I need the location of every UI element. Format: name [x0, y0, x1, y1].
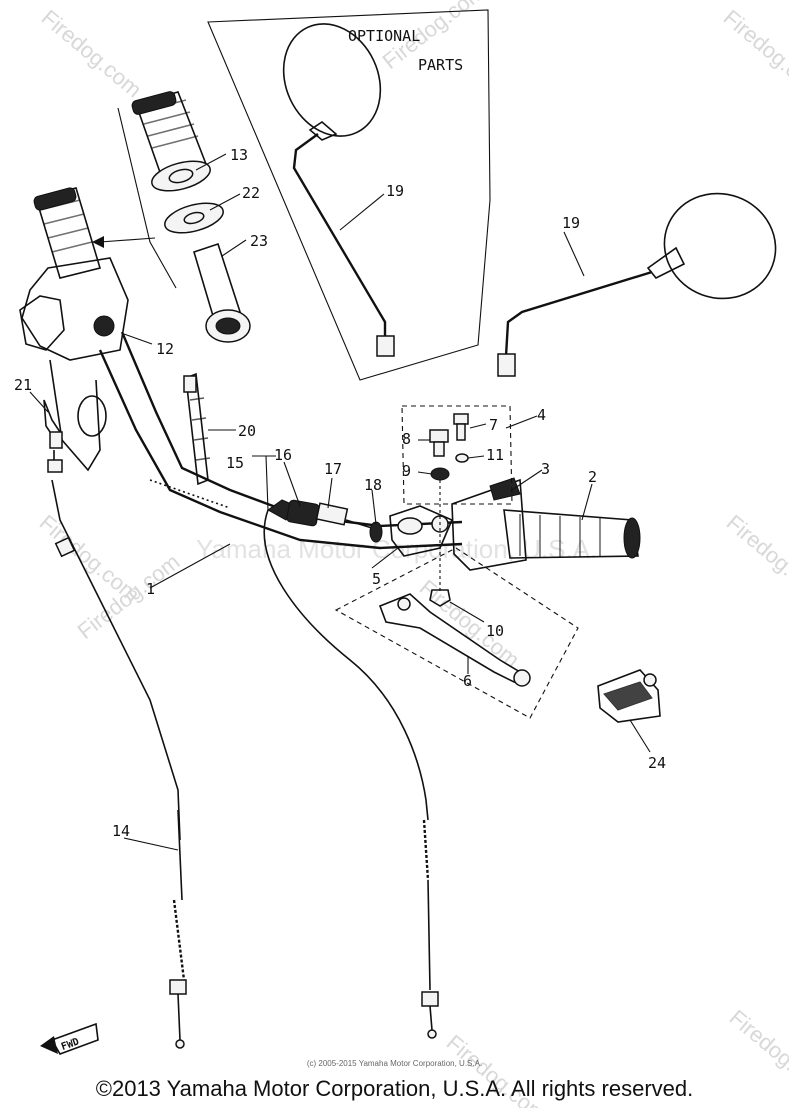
callout-7: 7 — [489, 416, 498, 434]
cable-strap — [183, 372, 211, 486]
small-copyright: (c) 2005-2015 Yamaha Motor Corporation, … — [306, 1059, 483, 1068]
arrow-head — [92, 236, 104, 248]
fwd-indicator: FWD — [40, 1022, 99, 1055]
fasteners — [429, 413, 469, 607]
mirror-right — [497, 192, 777, 377]
bracket-line — [117, 107, 177, 289]
callout-11: 11 — [486, 446, 504, 464]
callout-6: 6 — [463, 672, 472, 690]
copyright-notice: ©2013 Yamaha Motor Corporation, U.S.A. A… — [95, 1076, 694, 1101]
callout-15: 15 — [226, 454, 244, 472]
lever-group-box — [334, 547, 579, 719]
parts-label: PARTS — [418, 56, 463, 74]
callout-numbers: 1 2 3 4 5 6 7 8 9 10 11 12 13 14 15 16 1… — [14, 146, 666, 840]
callout-10: 10 — [486, 622, 504, 640]
callout-2: 2 — [588, 468, 597, 486]
callout-20: 20 — [238, 422, 256, 440]
callout-12: 12 — [156, 340, 174, 358]
bolt-group-box — [401, 405, 513, 505]
callout-21: 21 — [14, 376, 32, 394]
callout-1: 1 — [146, 580, 155, 598]
leader-lines — [29, 153, 651, 851]
mirror-optional — [282, 23, 395, 357]
callout-19-optional: 19 — [386, 182, 404, 200]
optional-label: OPTIONAL — [348, 27, 420, 45]
callout-14: 14 — [112, 822, 130, 840]
clutch-lever — [378, 593, 531, 687]
clutch-cable — [263, 499, 439, 1039]
callout-17: 17 — [324, 460, 342, 478]
optional-parts-box — [207, 9, 491, 381]
callout-18: 18 — [364, 476, 382, 494]
callout-9: 9 — [402, 462, 411, 480]
right-control-assembly — [389, 477, 641, 571]
callout-8: 8 — [402, 430, 411, 448]
watermark-top-right: Firedog.com — [719, 5, 789, 103]
callout-5: 5 — [372, 570, 381, 588]
left-grip-assembly — [19, 187, 129, 472]
watermark-top-left: Firedog.com — [37, 5, 147, 103]
assembly-arrow — [99, 237, 156, 243]
throttle-cable — [43, 399, 187, 1049]
callout-3: 3 — [541, 460, 550, 478]
watermark-mid-right: Firedog.com — [722, 510, 789, 608]
switch-block — [597, 669, 661, 723]
callout-16: 16 — [274, 446, 292, 464]
callout-19-right: 19 — [562, 214, 580, 232]
callout-4: 4 — [537, 406, 546, 424]
callout-13: 13 — [230, 146, 248, 164]
left-grip-exploded — [131, 91, 251, 343]
callout-23: 23 — [250, 232, 268, 250]
fwd-label: FWD — [60, 1036, 81, 1053]
callout-22: 22 — [242, 184, 260, 202]
callout-24: 24 — [648, 754, 666, 772]
